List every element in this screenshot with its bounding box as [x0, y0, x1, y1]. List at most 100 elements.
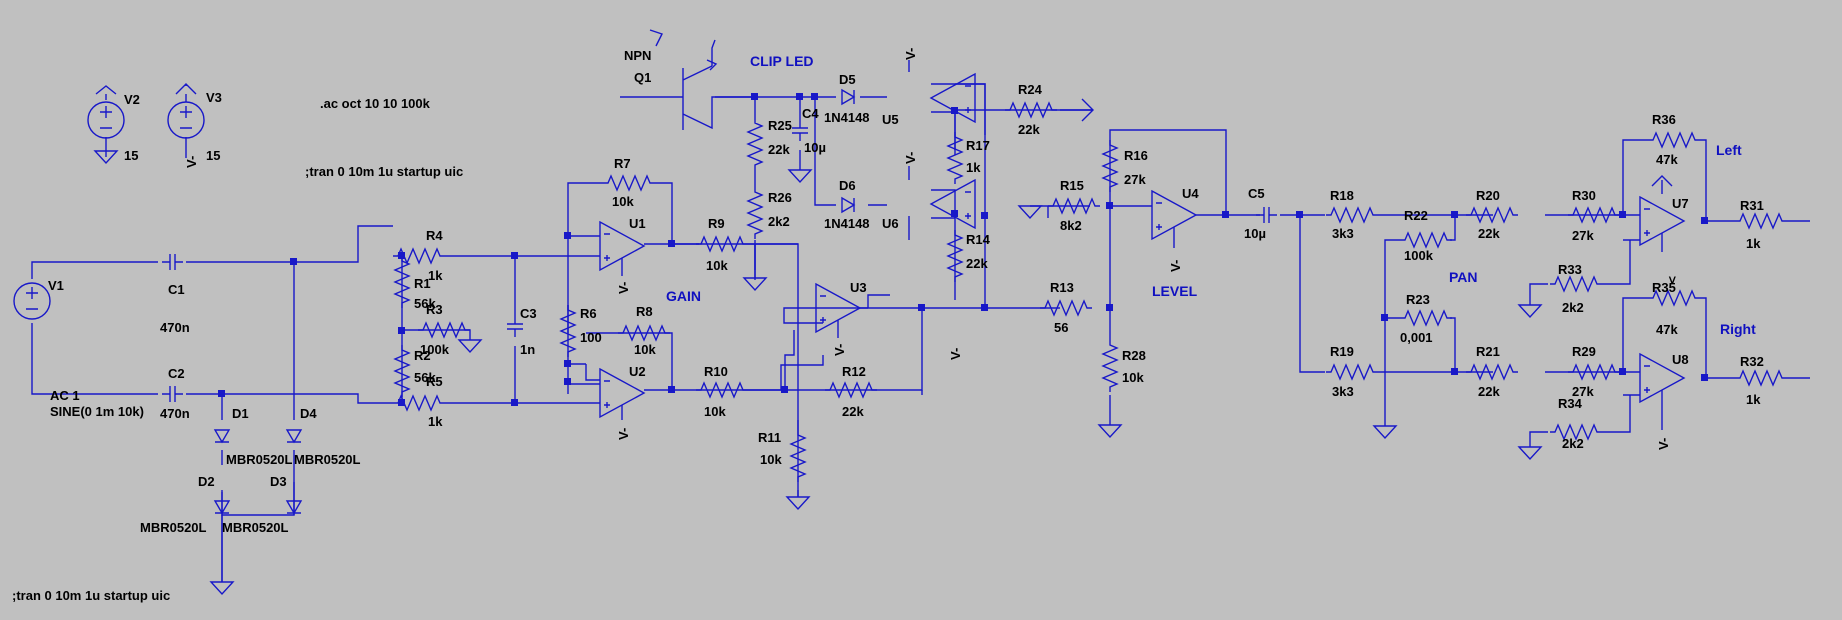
tran-directive-bottom: ;tran 0 10m 1u startup uic — [12, 588, 170, 603]
r7-resistor — [602, 175, 656, 191]
r29-value: 27k — [1572, 384, 1594, 399]
c5-value: 10µ — [1244, 226, 1266, 241]
u5-opamp — [930, 73, 976, 123]
r25-value: 22k — [768, 142, 790, 157]
r12-value: 22k — [842, 404, 864, 419]
r19-resistor — [1325, 364, 1379, 380]
r34-value: 2k2 — [1562, 436, 1584, 451]
u7-name: U7 — [1672, 196, 1689, 211]
r26-name: R26 — [768, 190, 792, 205]
r34-name: R34 — [1558, 396, 1583, 411]
r22-resistor — [1399, 232, 1453, 248]
r30-value: 27k — [1572, 228, 1594, 243]
v3-name: V3 — [206, 90, 222, 105]
c1-value: 470n — [160, 320, 190, 335]
d4-diode — [286, 429, 302, 443]
v1-sine-value: SINE(0 1m 10k) — [50, 404, 144, 419]
d3-name: D3 — [270, 474, 287, 489]
r10-value: 10k — [704, 404, 726, 419]
u8-name: U8 — [1672, 352, 1689, 367]
r2-value: 56k — [414, 370, 436, 385]
r29-name: R29 — [1572, 344, 1596, 359]
r22-value: 100k — [1404, 248, 1434, 263]
c1-name: C1 — [168, 282, 185, 297]
v3-arrow-symbol — [175, 83, 197, 95]
r13-name: R13 — [1050, 280, 1074, 295]
u6-name: U6 — [882, 216, 899, 231]
c4-name: C4 — [802, 106, 819, 121]
r14-value: 22k — [966, 256, 988, 271]
r20-value: 22k — [1478, 226, 1500, 241]
r8-name: R8 — [636, 304, 653, 319]
d4-value: MBR0520L — [294, 452, 361, 467]
d1-name: D1 — [232, 406, 249, 421]
r5-name: R5 — [426, 374, 443, 389]
u3-name: U3 — [850, 280, 867, 295]
r21-name: R21 — [1476, 344, 1500, 359]
q1-name: Q1 — [634, 70, 651, 85]
r36-resistor — [1647, 132, 1701, 148]
clip-led-label: CLIP LED — [750, 53, 814, 69]
d6-name: D6 — [839, 178, 856, 193]
r15-ground-symbol — [1018, 205, 1042, 219]
r3-name: R3 — [426, 302, 443, 317]
d2-name: D2 — [198, 474, 215, 489]
v3-minus-label: V- — [184, 156, 199, 168]
r7-name: R7 — [614, 156, 631, 171]
u4-minus-supply: V- — [1168, 260, 1183, 272]
c1-capacitor — [161, 253, 184, 271]
r20-name: R20 — [1476, 188, 1500, 203]
r13-value: 56 — [1054, 320, 1068, 335]
q1-pin-marker — [649, 29, 663, 47]
r25-name: R25 — [768, 118, 792, 133]
r32-name: R32 — [1740, 354, 1764, 369]
u8-minus-supply: V- — [1656, 438, 1671, 450]
v2-source — [87, 101, 125, 139]
r31-name: R31 — [1740, 198, 1764, 213]
r23-value: 0,001 — [1400, 330, 1433, 345]
r2-name: R2 — [414, 348, 431, 363]
u6-minus-supply: V- — [903, 152, 918, 164]
u2-name: U2 — [629, 364, 646, 379]
r11-ground-symbol — [786, 496, 810, 510]
r17-value: 1k — [966, 160, 981, 175]
r6-name: R6 — [580, 306, 597, 321]
d5-value: 1N4148 — [824, 110, 870, 125]
d3-value: MBR0520L — [222, 520, 289, 535]
r1-name: R1 — [414, 276, 431, 291]
r18-resistor — [1325, 207, 1379, 223]
r28-value: 10k — [1122, 370, 1144, 385]
v2-arrow-symbol — [95, 85, 117, 95]
d5-diode — [841, 89, 855, 105]
r7-value: 10k — [612, 194, 634, 209]
d5-name: D5 — [839, 72, 856, 87]
u5-minus-supply: V- — [903, 48, 918, 60]
d1-value: MBR0520L — [226, 452, 293, 467]
r18-name: R18 — [1330, 188, 1354, 203]
gain-label: GAIN — [666, 288, 701, 304]
c4-capacitor — [791, 119, 809, 142]
u5-name: U5 — [882, 112, 899, 127]
r36-value: 47k — [1656, 152, 1678, 167]
r5-value: 1k — [428, 414, 443, 429]
v1-name: V1 — [48, 278, 64, 293]
r26-value: 2k2 — [768, 214, 790, 229]
r14-minus-supply: V- — [948, 348, 963, 360]
c2-value: 470n — [160, 406, 190, 421]
r4-name: R4 — [426, 228, 443, 243]
r31-value: 1k — [1746, 236, 1761, 251]
c5-name: C5 — [1248, 186, 1265, 201]
r36-name: R36 — [1652, 112, 1676, 127]
v3-source — [167, 101, 205, 139]
r24-value: 22k — [1018, 122, 1040, 137]
r33-value: 2k2 — [1562, 300, 1584, 315]
r15-value: 8k2 — [1060, 218, 1082, 233]
r18-value: 3k3 — [1332, 226, 1354, 241]
u3-minus-supply: V- — [832, 344, 847, 356]
r32-value: 1k — [1746, 392, 1761, 407]
r32-resistor — [1734, 370, 1788, 386]
r3-value: 100k — [420, 342, 450, 357]
u2-minus-supply: V- — [616, 428, 631, 440]
v1-ac-value: AC 1 — [50, 388, 80, 403]
